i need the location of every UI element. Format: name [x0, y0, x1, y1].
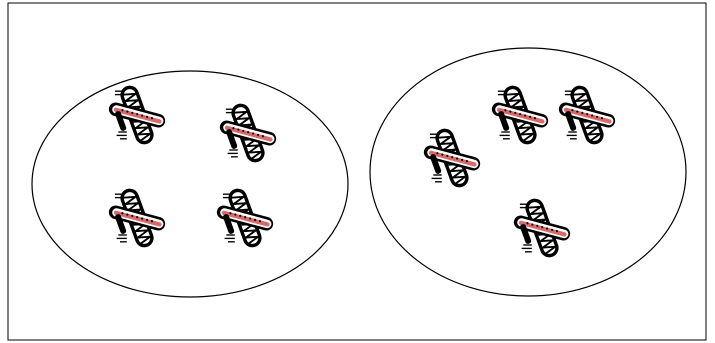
- airplane-icon: [490, 83, 549, 147]
- airplane-icon: [215, 186, 274, 250]
- airplane-icon: [557, 83, 616, 147]
- airplane-icon: [107, 186, 166, 250]
- right-oval: [370, 48, 686, 296]
- frame-border: [8, 3, 706, 340]
- airplane-icon: [218, 101, 277, 165]
- left-group: [32, 71, 348, 297]
- airplane-icon: [107, 83, 166, 147]
- airplane-icon: [422, 126, 481, 190]
- right-group: [370, 48, 686, 296]
- left-oval: [32, 71, 348, 297]
- airplane-icon: [512, 196, 571, 260]
